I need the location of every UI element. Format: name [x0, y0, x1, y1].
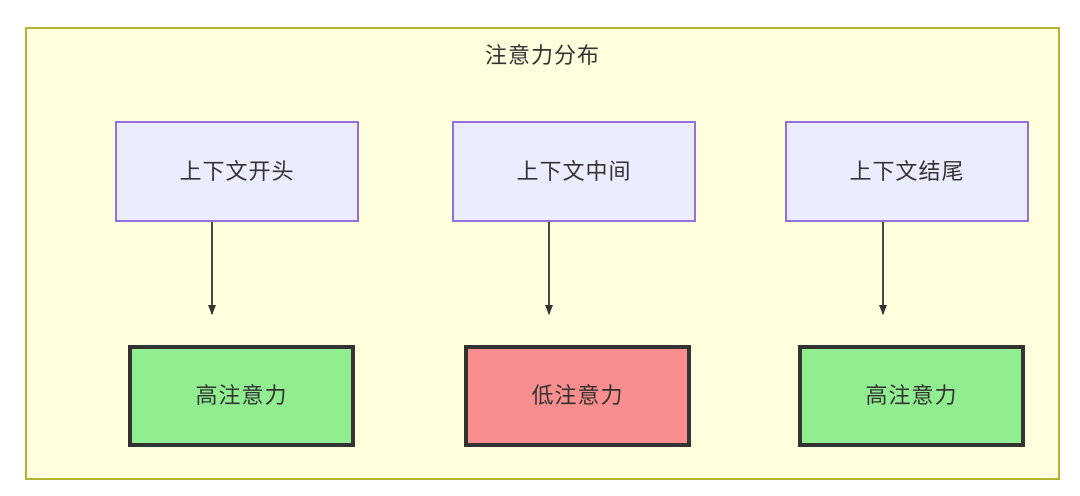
node-context-middle[interactable]: 上下文中间 — [452, 121, 696, 222]
node-high-attention-end[interactable]: 高注意力 — [798, 345, 1025, 447]
subgraph-attention-distribution: 注意力分布 上下文开头 上下文中间 上下文结尾 高注意力 低注意力 高注意力 — [25, 27, 1060, 480]
node-high-attention-start[interactable]: 高注意力 — [128, 345, 355, 447]
subgraph-title: 注意力分布 — [484, 43, 600, 68]
node-context-start[interactable]: 上下文开头 — [115, 121, 359, 222]
node-low-attention-middle[interactable]: 低注意力 — [464, 345, 691, 447]
node-context-end[interactable]: 上下文结尾 — [785, 121, 1029, 222]
